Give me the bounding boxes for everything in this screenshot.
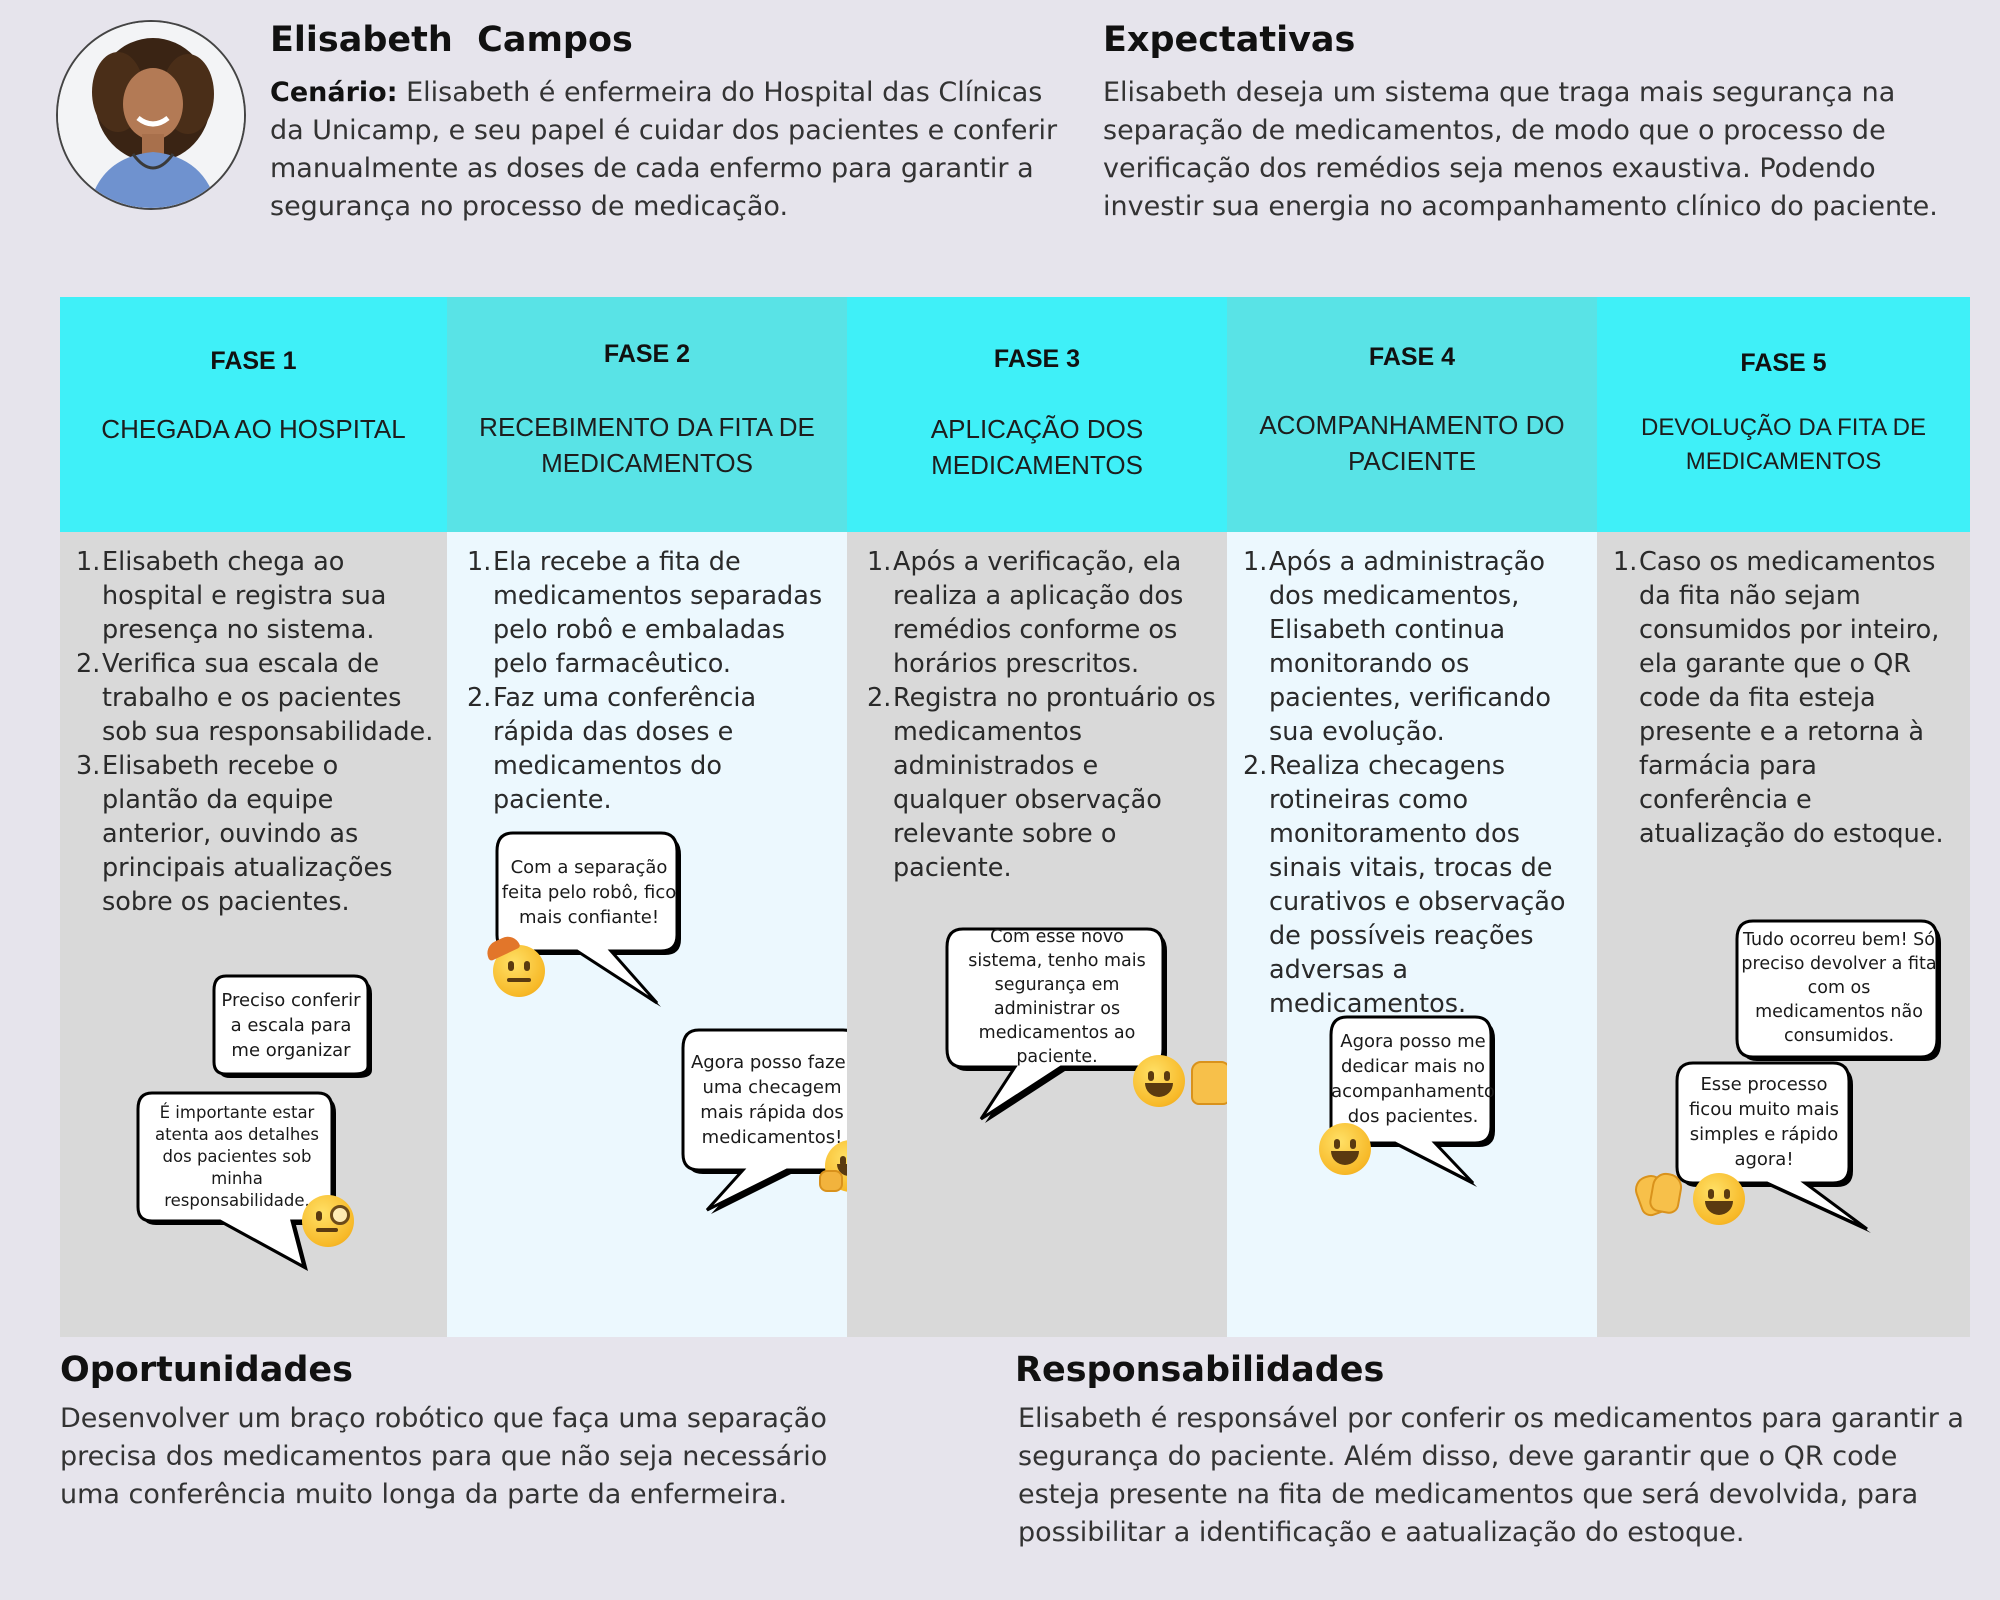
phase-4-title: ACOMPANHAMENTO DO PACIENTE [1259, 410, 1565, 476]
oportunidades-text: Desenvolver um braço robótico que faça u… [60, 1403, 828, 1510]
phase-5-number: FASE 5 [1740, 349, 1827, 377]
step: 2.Faz uma conferência rápida das doses e… [467, 683, 757, 815]
phase-5-header: FASE 5 DEVOLUÇÃO DA FITA DE MEDICAMENTOS [1597, 297, 1970, 532]
bubble-text: Tudo ocorreu bem! Só preciso devolver a … [1741, 930, 1937, 1046]
phase-1: FASE 1 CHEGADA AO HOSPITAL 1.Elisabeth c… [60, 297, 447, 1337]
expectativas-text: Elisabeth deseja um sistema que traga ma… [1103, 77, 1938, 222]
bubble-text: Agora posso me dedicar mais no acompanha… [1331, 1031, 1495, 1127]
speech-bubble: Tudo ocorreu bem! Só preciso devolver a … [1731, 915, 1947, 1065]
step: 1.Caso os medicamentos da fita não sejam… [1613, 547, 1944, 849]
phase-5-steps: 1.Caso os medicamentos da fita não sejam… [1613, 545, 1962, 851]
persona-name: Elisabeth Campos [270, 20, 633, 60]
grin-emoji-icon [1319, 1123, 1371, 1175]
phase-3: FASE 3 APLICAÇÃO DOS MEDICAMENTOS 1.Após… [847, 297, 1231, 1337]
step: 2. Verifica sua escala de trabalho e os … [76, 649, 434, 747]
expectativas-title: Expectativas [1103, 20, 1356, 60]
responsabilidades-title: Responsabilidades [1015, 1350, 1385, 1390]
speech-bubble: Com a separação feita pelo robô, fico ma… [491, 827, 687, 1007]
grin-emoji-icon [1133, 1055, 1185, 1107]
persona-avatar [56, 20, 246, 210]
phase-1-title: CHEGADA AO HOSPITAL [101, 414, 406, 444]
speech-bubble: É importante estar atenta aos detalhes d… [132, 1087, 340, 1271]
bubble-text: É importante estar atenta aos detalhes d… [154, 1103, 320, 1210]
step: 1.Elisabeth chega ao hospital e registra… [76, 547, 387, 645]
phase-4-body [1227, 532, 1597, 1337]
responsabilidades-text: Elisabeth é responsável por conferir os … [1018, 1403, 1964, 1548]
grin-emoji-icon [1693, 1173, 1745, 1225]
bubble-text: Com a separação feita pelo robô, fico ma… [501, 856, 677, 928]
phase-1-number: FASE 1 [210, 347, 297, 375]
persona-scenario: Cenário: Elisabeth é enfermeira do Hospi… [270, 74, 1080, 226]
step: 1.Ela recebe a fita de medicamentos sepa… [467, 547, 823, 679]
oportunidades-title: Oportunidades [60, 1350, 353, 1390]
step: 2.Registra no prontuário os medicamentos… [867, 683, 1216, 883]
bubble-text: Esse processo ficou muito mais simples e… [1688, 1074, 1840, 1170]
phase-5-title: DEVOLUÇÃO DA FITA DE MEDICAMENTOS [1641, 414, 1926, 475]
salute-emoji-icon [483, 932, 545, 997]
speech-bubble: Com esse novo sistema, tenho mais segura… [941, 923, 1177, 1123]
step: 3.Elisabeth recebe o plantão da equipe a… [76, 751, 393, 917]
phase-1-header: FASE 1 CHEGADA AO HOSPITAL [60, 297, 447, 532]
step: 2.Realiza checagens rotineiras como moni… [1243, 751, 1566, 1019]
phase-2-number: FASE 2 [603, 340, 691, 368]
thumbs-up-emoji-icon [1191, 1061, 1231, 1105]
phase-2: FASE 2 RECEBIMENTO DA FITA DE MEDICAMENT… [447, 297, 881, 1337]
phase-3-title: APLICAÇÃO DOS MEDICAMENTOS [930, 414, 1144, 480]
phase-4-number: FASE 4 [1368, 343, 1456, 371]
speech-bubble: Preciso conferir a escala para me organi… [208, 970, 374, 1078]
bubble-text: Preciso conferir a escala para me organi… [221, 989, 361, 1061]
bubble-text: Com esse novo sistema, tenho mais segura… [968, 927, 1146, 1067]
phase-2-header: FASE 2 RECEBIMENTO DA FITA DE MEDICAMENT… [447, 297, 847, 532]
nurse-avatar-icon [58, 22, 244, 208]
speech-bubble: Esse processo ficou muito mais simples e… [1671, 1057, 1881, 1233]
step: 1.Após a administração dos medicamentos,… [1243, 547, 1551, 747]
phase-3-steps: 1.Após a verificação, ela realiza a apli… [867, 545, 1219, 885]
phase-4-header: FASE 4 ACOMPANHAMENTO DO PACIENTE [1227, 297, 1597, 532]
speech-bubble: Agora posso fazer uma checagem mais rápi… [677, 1024, 877, 1214]
clapping-hands-emoji-icon [1631, 1169, 1685, 1219]
monocle-emoji-icon [302, 1195, 354, 1247]
phase-3-header: FASE 3 APLICAÇÃO DOS MEDICAMENTOS [847, 297, 1227, 532]
scenario-label: Cenário: [270, 77, 398, 108]
scenario-text: Elisabeth é enfermeira do Hospital das C… [270, 77, 1058, 222]
phase-1-steps: 1.Elisabeth chega ao hospital e registra… [76, 545, 439, 919]
phase-2-steps: 1.Ela recebe a fita de medicamentos sepa… [467, 545, 839, 817]
phase-4: FASE 4 ACOMPANHAMENTO DO PACIENTE 1.Após… [1227, 297, 1597, 1337]
step: 1.Após a verificação, ela realiza a apli… [867, 547, 1184, 679]
speech-bubble: Agora posso me dedicar mais no acompanha… [1325, 1011, 1503, 1187]
phase-5: FASE 5 DEVOLUÇÃO DA FITA DE MEDICAMENTOS… [1597, 297, 1970, 1337]
bubble-text: Agora posso fazer uma checagem mais rápi… [690, 1052, 854, 1148]
phase-3-number: FASE 3 [993, 345, 1081, 373]
phase-2-title: RECEBIMENTO DA FITA DE MEDICAMENTOS [479, 412, 815, 478]
phase-4-steps: 1.Após a administração dos medicamentos,… [1243, 545, 1589, 1021]
journey-phases: FASE 1 CHEGADA AO HOSPITAL 1.Elisabeth c… [60, 297, 1970, 1337]
